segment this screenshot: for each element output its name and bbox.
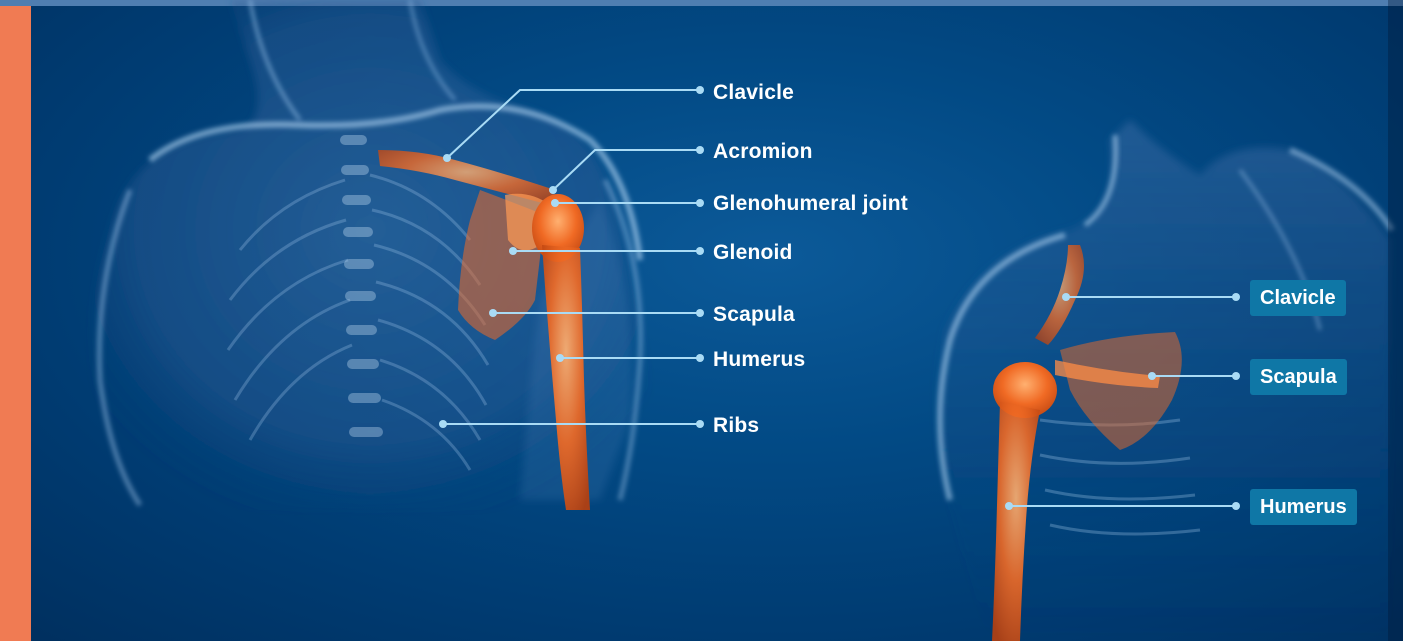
right-edge-shade [1388,0,1403,641]
label-scapula: Scapula [713,302,795,328]
tag-clavicle: Clavicle [1250,280,1346,316]
label-glenohumeral-joint: Glenohumeral joint [713,191,908,217]
label-humerus: Humerus [713,347,805,373]
label-acromion: Acromion [713,139,813,165]
label-clavicle: Clavicle [713,80,794,106]
label-glenoid: Glenoid [713,240,793,266]
label-ribs: Ribs [713,413,759,439]
tag-scapula: Scapula [1250,359,1347,395]
tag-humerus: Humerus [1250,489,1357,525]
